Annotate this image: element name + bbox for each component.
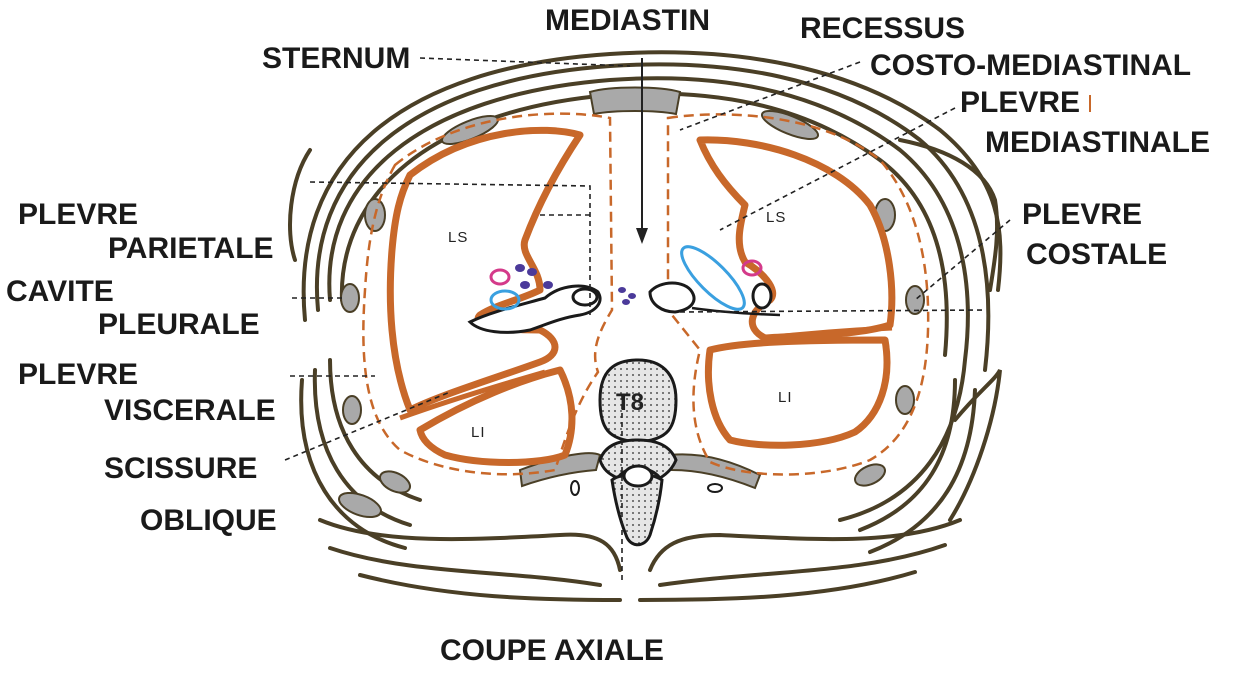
lower-lobe-left (420, 370, 572, 463)
label-cavite-pleurale-1: CAVITE (6, 275, 114, 308)
lymph-node (527, 268, 537, 276)
label-coupe-axiale: COUPE AXIALE (440, 634, 664, 667)
lymph-node (618, 287, 626, 293)
rib-left-4 (343, 396, 361, 424)
rib-head-left (571, 481, 579, 495)
leader-horizontal-right (680, 310, 985, 312)
rib-left-5 (377, 467, 414, 497)
back-layer-right-2 (660, 545, 945, 585)
label-mediastin: MEDIASTIN (545, 4, 710, 37)
pulmonary-vein-left (491, 270, 509, 284)
mediastin-arrow-head (636, 228, 648, 244)
label-scissure-2: OBLIQUE (140, 504, 277, 537)
oblique-fissure-left (400, 372, 545, 418)
lymph-node (543, 281, 553, 289)
label-plevre-mediastinale-1: PLEVRE (960, 86, 1080, 119)
label-plevre-costale-1: PLEVRE (1022, 198, 1142, 231)
label-plevre-parietale-1: PLEVRE (18, 198, 138, 231)
spinal-canal (624, 466, 652, 486)
sternum-bone (590, 88, 680, 115)
lymph-node (520, 281, 530, 289)
rib-right-4 (896, 386, 914, 414)
lobe-label-li-right: LI (778, 389, 793, 406)
back-muscle-left (320, 520, 620, 570)
bronchus-right-hilum (753, 284, 771, 308)
vertebra-label: T8 (616, 389, 644, 416)
lymph-node (515, 264, 525, 272)
label-costo-mediastinal: COSTO-MEDIASTINAL (870, 49, 1191, 82)
label-plevre-costale-2: COSTALE (1026, 238, 1167, 271)
back-layer-right-3 (640, 572, 915, 600)
label-plevre-mediastinale-2: MEDIASTINALE (985, 126, 1210, 159)
lymph-node (628, 293, 636, 299)
back-layer-left-3 (360, 575, 620, 600)
lobe-label-li-left: LI (471, 424, 486, 441)
mediastin-arrow (636, 58, 648, 244)
bronchus-left-ring (573, 289, 597, 305)
visceral-pleura-left (390, 130, 580, 410)
label-recessus: RECESSUS (800, 12, 965, 45)
lower-lobe-right (708, 340, 887, 445)
label-plevre-viscerale-1: PLEVRE (18, 358, 138, 391)
chest-wall-layer-4 (342, 94, 947, 355)
lobe-label-ls-right: LS (766, 209, 786, 226)
label-plevre-viscerale-2: VISCERALE (104, 394, 276, 427)
rib-head-right (708, 484, 722, 492)
label-cavite-pleurale-2: PLEURALE (98, 308, 260, 341)
mediastinum-structures (470, 238, 780, 332)
rib-right-1 (759, 105, 821, 144)
lymph-node (622, 299, 630, 305)
lobe-label-ls-left: LS (448, 229, 468, 246)
rib-left-3 (341, 284, 359, 312)
bronchus-right (650, 283, 694, 312)
label-plevre-parietale-2: PARIETALE (108, 232, 274, 265)
label-scissure-1: SCISSURE (104, 452, 257, 485)
label-sternum: STERNUM (262, 42, 410, 75)
